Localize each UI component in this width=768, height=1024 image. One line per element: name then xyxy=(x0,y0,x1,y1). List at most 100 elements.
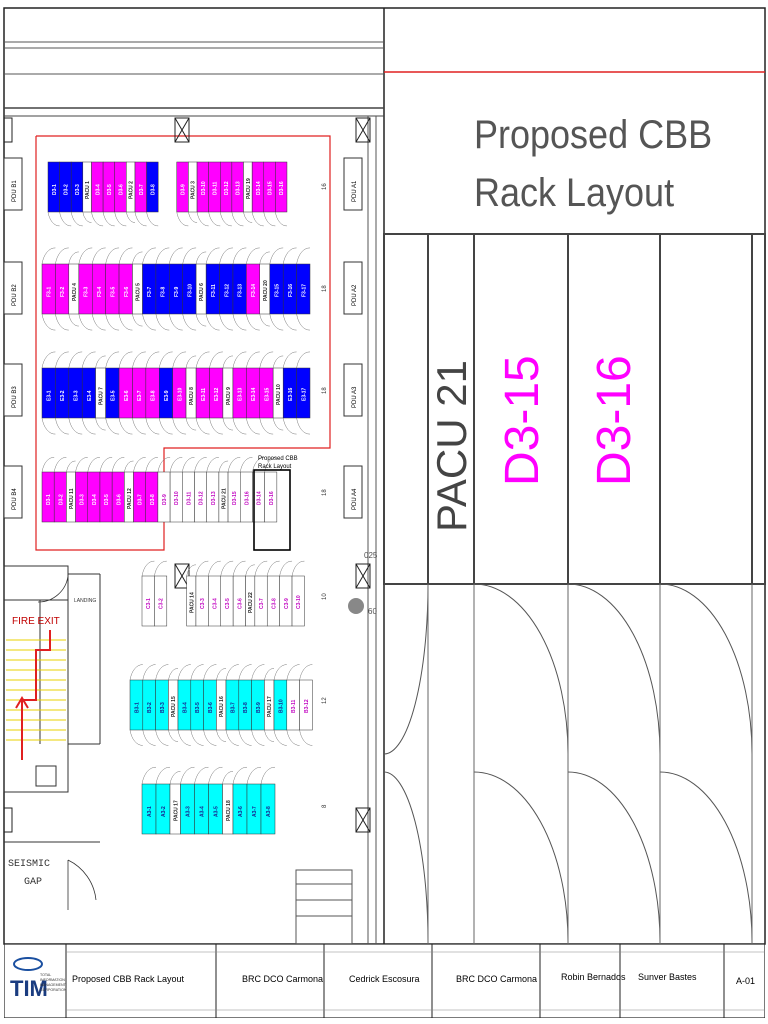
rack-label: D3-14 xyxy=(256,181,262,195)
door-arc xyxy=(134,211,147,227)
enlarged-pacu-label: PACU 21 xyxy=(428,360,475,532)
door-arc xyxy=(41,247,56,265)
row-count: 12 xyxy=(322,697,328,704)
door-arc xyxy=(208,766,223,785)
rack-label: PACU 3 xyxy=(191,181,197,199)
door-arc xyxy=(155,766,171,785)
rack-label: D3-2 xyxy=(58,494,64,505)
rack-label: PACU 17 xyxy=(267,696,273,717)
pdu-box xyxy=(3,363,23,417)
door-arc xyxy=(209,351,223,369)
rack-label: B3-12 xyxy=(304,699,310,713)
door-arc xyxy=(291,560,305,577)
door-arc xyxy=(81,417,96,435)
rack-label: B3-5 xyxy=(195,702,201,713)
door-arc xyxy=(296,417,311,435)
rack-label: E3-4 xyxy=(87,390,93,401)
equipment-block xyxy=(295,869,353,945)
door-arc xyxy=(206,457,219,473)
door-arc xyxy=(177,729,191,746)
door-arc xyxy=(132,251,143,265)
door-arc xyxy=(282,247,297,265)
rack-label: F3-14 xyxy=(251,284,257,297)
door-arc xyxy=(41,313,56,331)
door-arc xyxy=(105,247,120,265)
pdu-box xyxy=(3,261,23,315)
rack-label: A3-2 xyxy=(161,806,167,817)
title-block: TIM TOTAL INFORMATION MANAGEMENT CORPORA… xyxy=(4,944,765,1018)
rack-label: B3-4 xyxy=(182,702,188,713)
door-arc xyxy=(299,664,313,681)
rack-label: D3-3 xyxy=(75,184,81,195)
rack-label: PACU 15 xyxy=(171,696,177,717)
rack-label: D3-1 xyxy=(46,494,52,505)
rack-label: B3-2 xyxy=(147,702,153,713)
callout-box xyxy=(253,469,291,551)
rack-label: D3-8 xyxy=(150,184,156,195)
door-arc xyxy=(182,457,195,473)
door-arc xyxy=(259,417,274,435)
door-arc xyxy=(252,457,265,473)
rack-label: F3-1 xyxy=(47,287,53,298)
proposed-area-boundary xyxy=(35,135,331,551)
rack-label: C3-6 xyxy=(237,598,243,609)
rack-label: F3-3 xyxy=(84,287,90,298)
door-arc xyxy=(145,351,160,369)
door-arc xyxy=(259,251,270,265)
rack-label: A3-1 xyxy=(147,806,153,817)
door-arc xyxy=(222,355,233,369)
stairwell xyxy=(3,565,101,793)
rack-label: D3-6 xyxy=(116,494,122,505)
door-arc xyxy=(279,560,293,577)
door-arc xyxy=(155,664,169,681)
row-count: 8 xyxy=(322,804,328,808)
rack-label: PACU 18 xyxy=(226,800,232,821)
door-arc xyxy=(254,560,268,577)
rack-label: B3-6 xyxy=(208,702,214,713)
pdu-right-label: PDU A3 xyxy=(352,386,358,408)
rack-label: B3-10 xyxy=(278,699,284,713)
rack-label: PACU 5 xyxy=(135,283,141,301)
door-arc xyxy=(142,247,156,265)
rack-label: E3-15 xyxy=(264,387,270,401)
door-arc xyxy=(124,460,134,473)
door-arc xyxy=(222,417,233,431)
rack-label: PACU 1 xyxy=(85,181,91,199)
rack-label: C3-8 xyxy=(271,598,277,609)
rack-label: E3-16 xyxy=(288,387,294,401)
row-count: 16 xyxy=(322,183,328,190)
tb-client: BRC DCO Carmona xyxy=(456,974,537,984)
door-arc xyxy=(91,211,104,227)
door-arc xyxy=(266,560,280,577)
rack-unit xyxy=(296,367,311,419)
rack-label: D3-4 xyxy=(95,184,101,195)
door-arc xyxy=(232,313,247,331)
door-arc xyxy=(92,247,106,265)
door-arc xyxy=(260,766,276,785)
rack-label: D3-6 xyxy=(119,184,125,195)
door-arc xyxy=(232,766,248,785)
rack-label: E3-11 xyxy=(201,388,207,401)
rack-label: E3-2 xyxy=(60,390,66,401)
tb-sheet: A-01 xyxy=(736,976,755,986)
rack-label: F3-6 xyxy=(124,287,130,298)
rack-label: D3-10 xyxy=(201,181,207,195)
tb-recommended: Robin Bernados xyxy=(561,972,626,982)
side-marker-1: 025 xyxy=(364,551,378,560)
door-arc xyxy=(159,351,173,369)
door-arc xyxy=(216,668,227,681)
door-arc xyxy=(264,668,275,681)
door-arc xyxy=(220,560,234,577)
rack-label: E3-13 xyxy=(238,387,244,401)
door-arc xyxy=(111,457,125,473)
door-arc xyxy=(132,417,146,435)
door-arc xyxy=(55,351,69,369)
door-arc xyxy=(232,247,247,265)
callout-label-1: Proposed CBB xyxy=(258,456,298,462)
door-arc xyxy=(70,211,83,227)
door-arc xyxy=(169,313,183,331)
door-arc xyxy=(272,355,284,369)
